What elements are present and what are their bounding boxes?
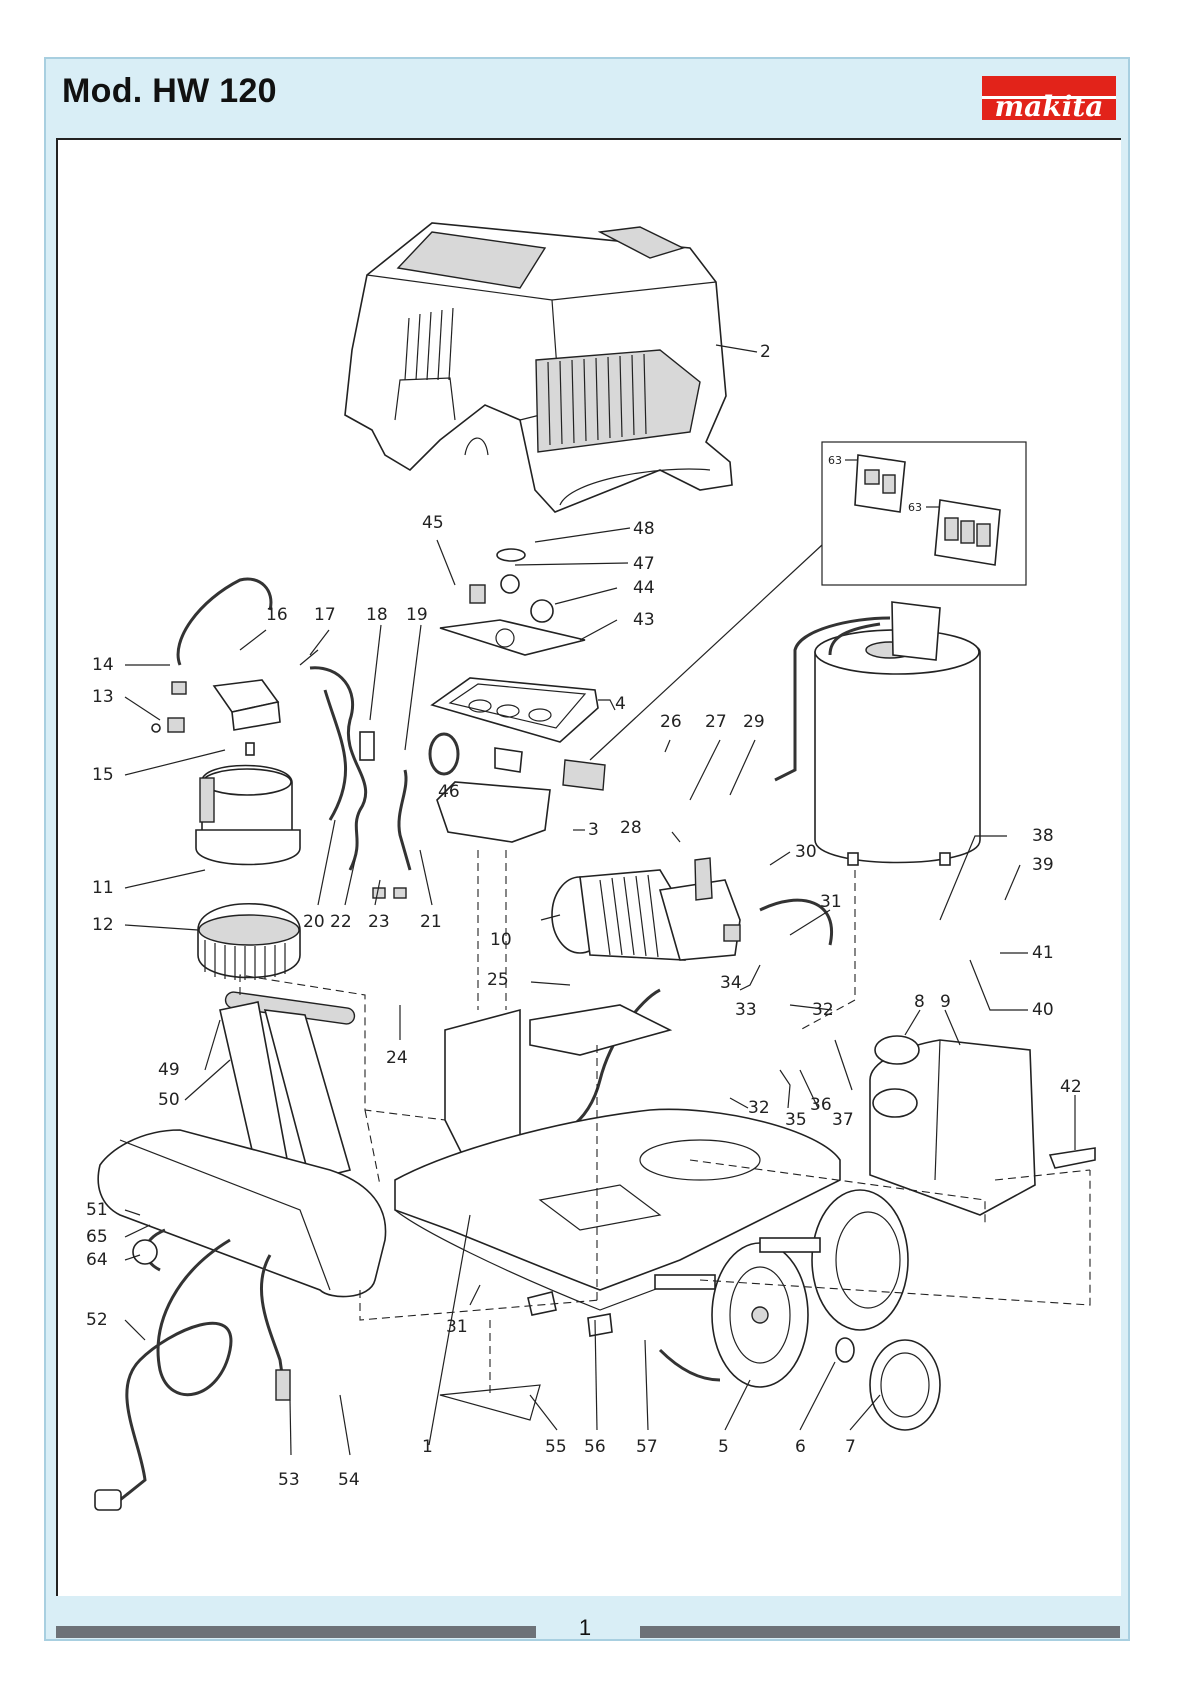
callout-7: 7 [845,1437,856,1457]
callout-35: 35 [785,1110,807,1130]
callout-21: 21 [420,912,442,932]
callout-16: 16 [266,605,288,625]
inset-leader [589,544,823,761]
callout-10: 10 [490,930,512,950]
callout-40: 40 [1032,1000,1054,1020]
callout-6: 6 [795,1437,806,1457]
callout-43: 43 [633,610,655,630]
callout-54: 54 [338,1470,360,1490]
callout-32b: 32 [748,1098,770,1118]
callout-48: 48 [633,519,655,539]
callout-28: 28 [620,818,642,838]
callout-5: 5 [718,1437,729,1457]
callout-3: 3 [588,820,599,840]
page-number: 1 [578,1615,592,1640]
callout-46: 46 [438,782,460,802]
callout-57: 57 [636,1437,658,1457]
callout-44: 44 [633,578,655,598]
callout-32a: 32 [812,1000,834,1020]
callout-64: 64 [86,1250,108,1270]
callout-30: 30 [795,842,817,862]
callout-34: 34 [720,973,742,993]
callout-63b: 63 [908,501,922,514]
callout-19: 19 [406,605,428,625]
callout-56: 56 [584,1437,606,1457]
footer-bar-right [640,1626,1120,1638]
callout-41: 41 [1032,943,1054,963]
callout-55: 55 [545,1437,567,1457]
callout-52: 52 [86,1310,108,1330]
wheels [654,1189,941,1431]
callout-12: 12 [92,915,114,935]
hood-cover [344,222,733,513]
makita-logo: makita [982,76,1116,120]
burner-motor [151,577,412,980]
callout-24: 24 [386,1048,408,1068]
callout-1: 1 [422,1437,433,1457]
svg-text:makita: makita [995,90,1104,120]
callout-4: 4 [615,694,626,714]
cables [94,1228,721,1511]
callout-36: 36 [810,1095,832,1115]
callout-65: 65 [86,1227,108,1247]
callout-27: 27 [705,712,727,732]
callout-37: 37 [832,1110,854,1130]
callout-49: 49 [158,1060,180,1080]
callout-13: 13 [92,687,114,707]
page-title: Mod. HW 120 [62,72,277,110]
callout-8: 8 [914,992,925,1012]
callout-2: 2 [760,342,771,362]
callout-9: 9 [940,992,951,1012]
callout-53: 53 [278,1470,300,1490]
callout-22: 22 [330,912,352,932]
boiler-tank [774,601,981,866]
callout-14: 14 [92,655,114,675]
callout-15: 15 [92,765,114,785]
callout-18: 18 [366,605,388,625]
callout-29: 29 [743,712,765,732]
assembly-dashed-lines [239,850,1091,1395]
callout-51: 51 [86,1200,108,1220]
callout-47: 47 [633,554,655,574]
callout-11: 11 [92,878,114,898]
inset-box-pcb [821,441,1027,586]
control-panel [428,548,606,843]
callout-25: 25 [487,970,509,990]
callout-labels: 1 2 3 4 5 6 7 8 9 10 11 12 13 14 15 16 1… [86,342,1082,1490]
callout-31a: 31 [820,892,842,912]
callout-23: 23 [368,912,390,932]
callout-39: 39 [1032,855,1054,875]
callout-63a: 63 [828,454,842,467]
callout-50: 50 [158,1090,180,1110]
callout-33: 33 [735,1000,757,1020]
callout-31b: 31 [446,1317,468,1337]
chassis-frame [394,1004,841,1311]
fuel-tank [869,1035,1096,1216]
callout-42: 42 [1060,1077,1082,1097]
callout-20: 20 [303,912,325,932]
handle-and-base [97,991,387,1298]
leader-lines [124,344,1076,1456]
pump-motor [499,857,833,1144]
callout-45: 45 [422,513,444,533]
callout-17: 17 [314,605,336,625]
footer-bar-left [56,1626,536,1638]
callout-38: 38 [1032,826,1054,846]
callout-26: 26 [660,712,682,732]
